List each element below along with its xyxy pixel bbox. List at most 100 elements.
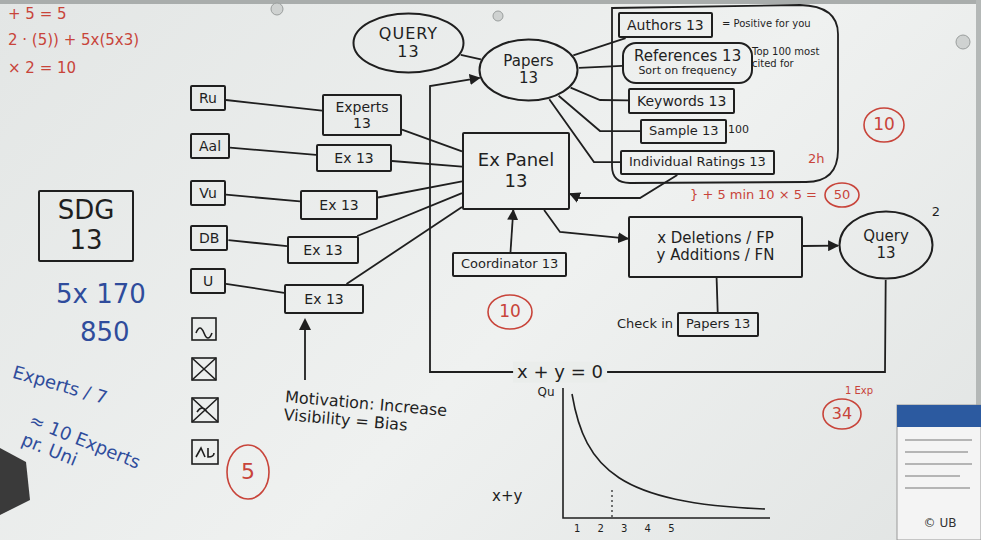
calculation: 2 · (5)) + 5x(5x3)	[8, 32, 139, 49]
callout-circle	[864, 108, 904, 142]
axis-ticks: 1 2 3 4 5	[574, 523, 682, 535]
node-label: DB	[199, 230, 219, 246]
node-label: Individual Ratings 13	[629, 155, 766, 170]
time-note: 2h	[808, 152, 825, 167]
node-label: Ex 13	[334, 150, 373, 166]
node-label: Sample 13	[649, 124, 718, 139]
note: = Positive for you	[722, 18, 811, 30]
goal-box: SDG 13	[38, 190, 134, 262]
result-box: x Deletions / FPy Additions / FN	[628, 216, 803, 278]
callout-number: 34	[832, 405, 852, 423]
node-ellipse	[480, 40, 578, 101]
scribble	[196, 448, 214, 457]
node-label: x Deletions / FP	[657, 230, 774, 247]
text-group: Ex 13	[303, 242, 342, 258]
node-label: Ex Panel 13	[471, 150, 561, 191]
node-label: Ex 13	[304, 291, 343, 307]
calculation: 850	[80, 318, 130, 348]
text-group: QUERY 13	[373, 25, 445, 62]
superscript: 2	[932, 205, 940, 220]
callout-number: 50	[834, 188, 851, 203]
time-note: 10 × 5 =	[758, 188, 817, 203]
text-group: Ex 13	[304, 291, 343, 307]
calculation: ≈ 10 Experts pr. Uni	[19, 410, 155, 497]
node-label: Ru	[199, 90, 217, 106]
connector	[378, 181, 462, 197]
university-box: Aal	[190, 133, 230, 159]
data-box: Authors 13	[618, 12, 713, 38]
connector	[226, 195, 300, 202]
connector	[230, 148, 316, 155]
text-group: Ex 13	[334, 150, 373, 166]
expert-box: Ex 13	[316, 144, 392, 172]
group-outline	[612, 5, 838, 183]
connector	[226, 100, 322, 111]
connector	[579, 66, 622, 68]
card-lines	[905, 440, 972, 488]
card-header	[897, 405, 981, 427]
crossed-box	[192, 318, 216, 340]
node-label: Authors 13	[627, 17, 704, 33]
query-circle: Query 13	[838, 210, 934, 280]
node-label: U	[203, 273, 213, 289]
text-group: Query 13	[856, 228, 916, 263]
text-group: References 13Sort on frequency	[634, 48, 741, 78]
callout-number: 10	[873, 115, 895, 135]
node-ellipse	[354, 14, 464, 73]
connector	[226, 284, 284, 293]
panel-box: Ex Panel 13	[462, 132, 570, 210]
text-group: Sample 13	[649, 124, 718, 139]
note: 1 Exp	[845, 385, 873, 397]
callout-circle	[227, 445, 269, 499]
callout-circle	[488, 295, 532, 329]
connector	[570, 175, 677, 198]
text-group: Vu	[199, 185, 217, 201]
university-box: DB	[190, 225, 228, 251]
paper-card	[897, 405, 981, 540]
calculation: + 5 = 5	[8, 6, 67, 23]
connector	[717, 278, 718, 312]
time-note: } + 5 min	[690, 188, 754, 203]
node-sublabel: y Additions / FN	[657, 247, 775, 264]
text-group: SDG 13	[50, 196, 122, 256]
node-sublabel: Sort on frequency	[638, 65, 736, 78]
calculation: Experts / 7	[10, 362, 109, 409]
note: Top 100 most cited for	[752, 46, 828, 69]
data-box: Sample 13	[640, 119, 727, 144]
data-box: Individual Ratings 13	[620, 150, 775, 175]
node-label: Ex 13	[303, 242, 342, 258]
crossed-boxes	[192, 318, 218, 464]
text-group: x Deletions / FPy Additions / FN	[657, 230, 775, 265]
node-label: Check in	[617, 317, 673, 332]
text-group: Keywords 13	[637, 93, 726, 109]
node-label: Papers 13	[497, 53, 561, 88]
connector	[392, 161, 462, 167]
chart-axes	[563, 388, 770, 518]
node-label: Vu	[199, 185, 217, 201]
university-box: Vu	[190, 180, 226, 206]
chart-curve	[572, 394, 765, 509]
cross-mark	[192, 398, 218, 422]
connector	[803, 245, 838, 247]
connector	[402, 130, 462, 152]
text-group: Individual Ratings 13	[629, 155, 766, 170]
card	[897, 405, 981, 540]
callout-circle	[825, 183, 859, 207]
connector	[549, 99, 620, 162]
expert-box: Ex 13	[284, 284, 364, 314]
text-group: Ru	[199, 90, 217, 106]
crossed-box	[192, 440, 218, 464]
connector	[544, 210, 628, 239]
text-group: Aal	[199, 138, 221, 154]
axis-label: x+y	[492, 488, 522, 505]
node-label: Coordinator 13	[461, 257, 558, 272]
cross-mark	[192, 358, 216, 380]
node-label: Keywords 13	[637, 93, 726, 109]
crossed-box	[192, 358, 216, 380]
node-label: SDG 13	[50, 196, 122, 256]
text-group: Papers 13	[686, 317, 750, 332]
calculation: 5x 170	[56, 280, 146, 310]
text-group: Papers 13	[497, 53, 561, 88]
text-group: DB	[199, 230, 219, 246]
